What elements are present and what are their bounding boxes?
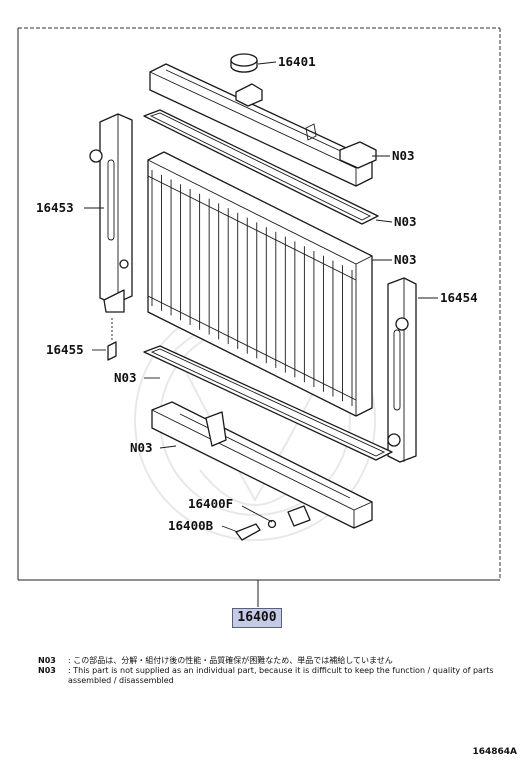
lower-gasket-upper	[143, 345, 393, 461]
callout-right-support: 16454	[440, 290, 478, 305]
note-code: N03	[38, 656, 56, 665]
note-code: N03	[38, 666, 56, 675]
diagram-frame	[17, 27, 501, 607]
figure-code: 164864A	[472, 747, 517, 757]
callout-left-support: 16453	[36, 200, 74, 215]
callout-lower-gasket-2: N03	[130, 440, 153, 455]
note-text: : この部品は、分解・組付け後の性能・品質確保が困難なため、単品では補給していま…	[68, 656, 393, 665]
mounting-bolt	[107, 318, 117, 361]
drain-plug	[235, 519, 277, 541]
radiator-cap	[230, 53, 258, 73]
upper-tank	[149, 63, 377, 187]
note-text: : This part is not supplied as an indivi…	[68, 666, 494, 685]
callout-lower-gasket-1: N03	[114, 370, 137, 385]
notes-section: N03 : この部品は、分解・組付け後の性能・品質確保が困難なため、単品では補給…	[38, 656, 508, 686]
callout-drain-plug: 16400B	[168, 518, 214, 533]
note-japanese: N03 : この部品は、分解・組付け後の性能・品質確保が困難なため、単品では補給…	[38, 656, 508, 666]
callout-mounting-bolt: 16455	[46, 342, 84, 357]
upper-gasket	[143, 109, 379, 225]
lower-tank	[151, 401, 373, 529]
callout-upper-gasket: N03	[394, 214, 417, 229]
right-support-bracket	[387, 277, 417, 463]
leader-lines	[84, 61, 438, 533]
radiator-core	[147, 151, 373, 417]
left-support-bracket	[89, 113, 133, 313]
callout-drain-plug-seal: 16400F	[188, 496, 233, 511]
note-english: N03 : This part is not supplied as an in…	[38, 666, 508, 686]
callout-cap: 16401	[278, 54, 316, 69]
callout-upper-tank-seal: N03	[392, 148, 415, 163]
callout-core-top: N03	[394, 252, 417, 267]
assembly-number-badge[interactable]: 16400	[232, 608, 282, 628]
